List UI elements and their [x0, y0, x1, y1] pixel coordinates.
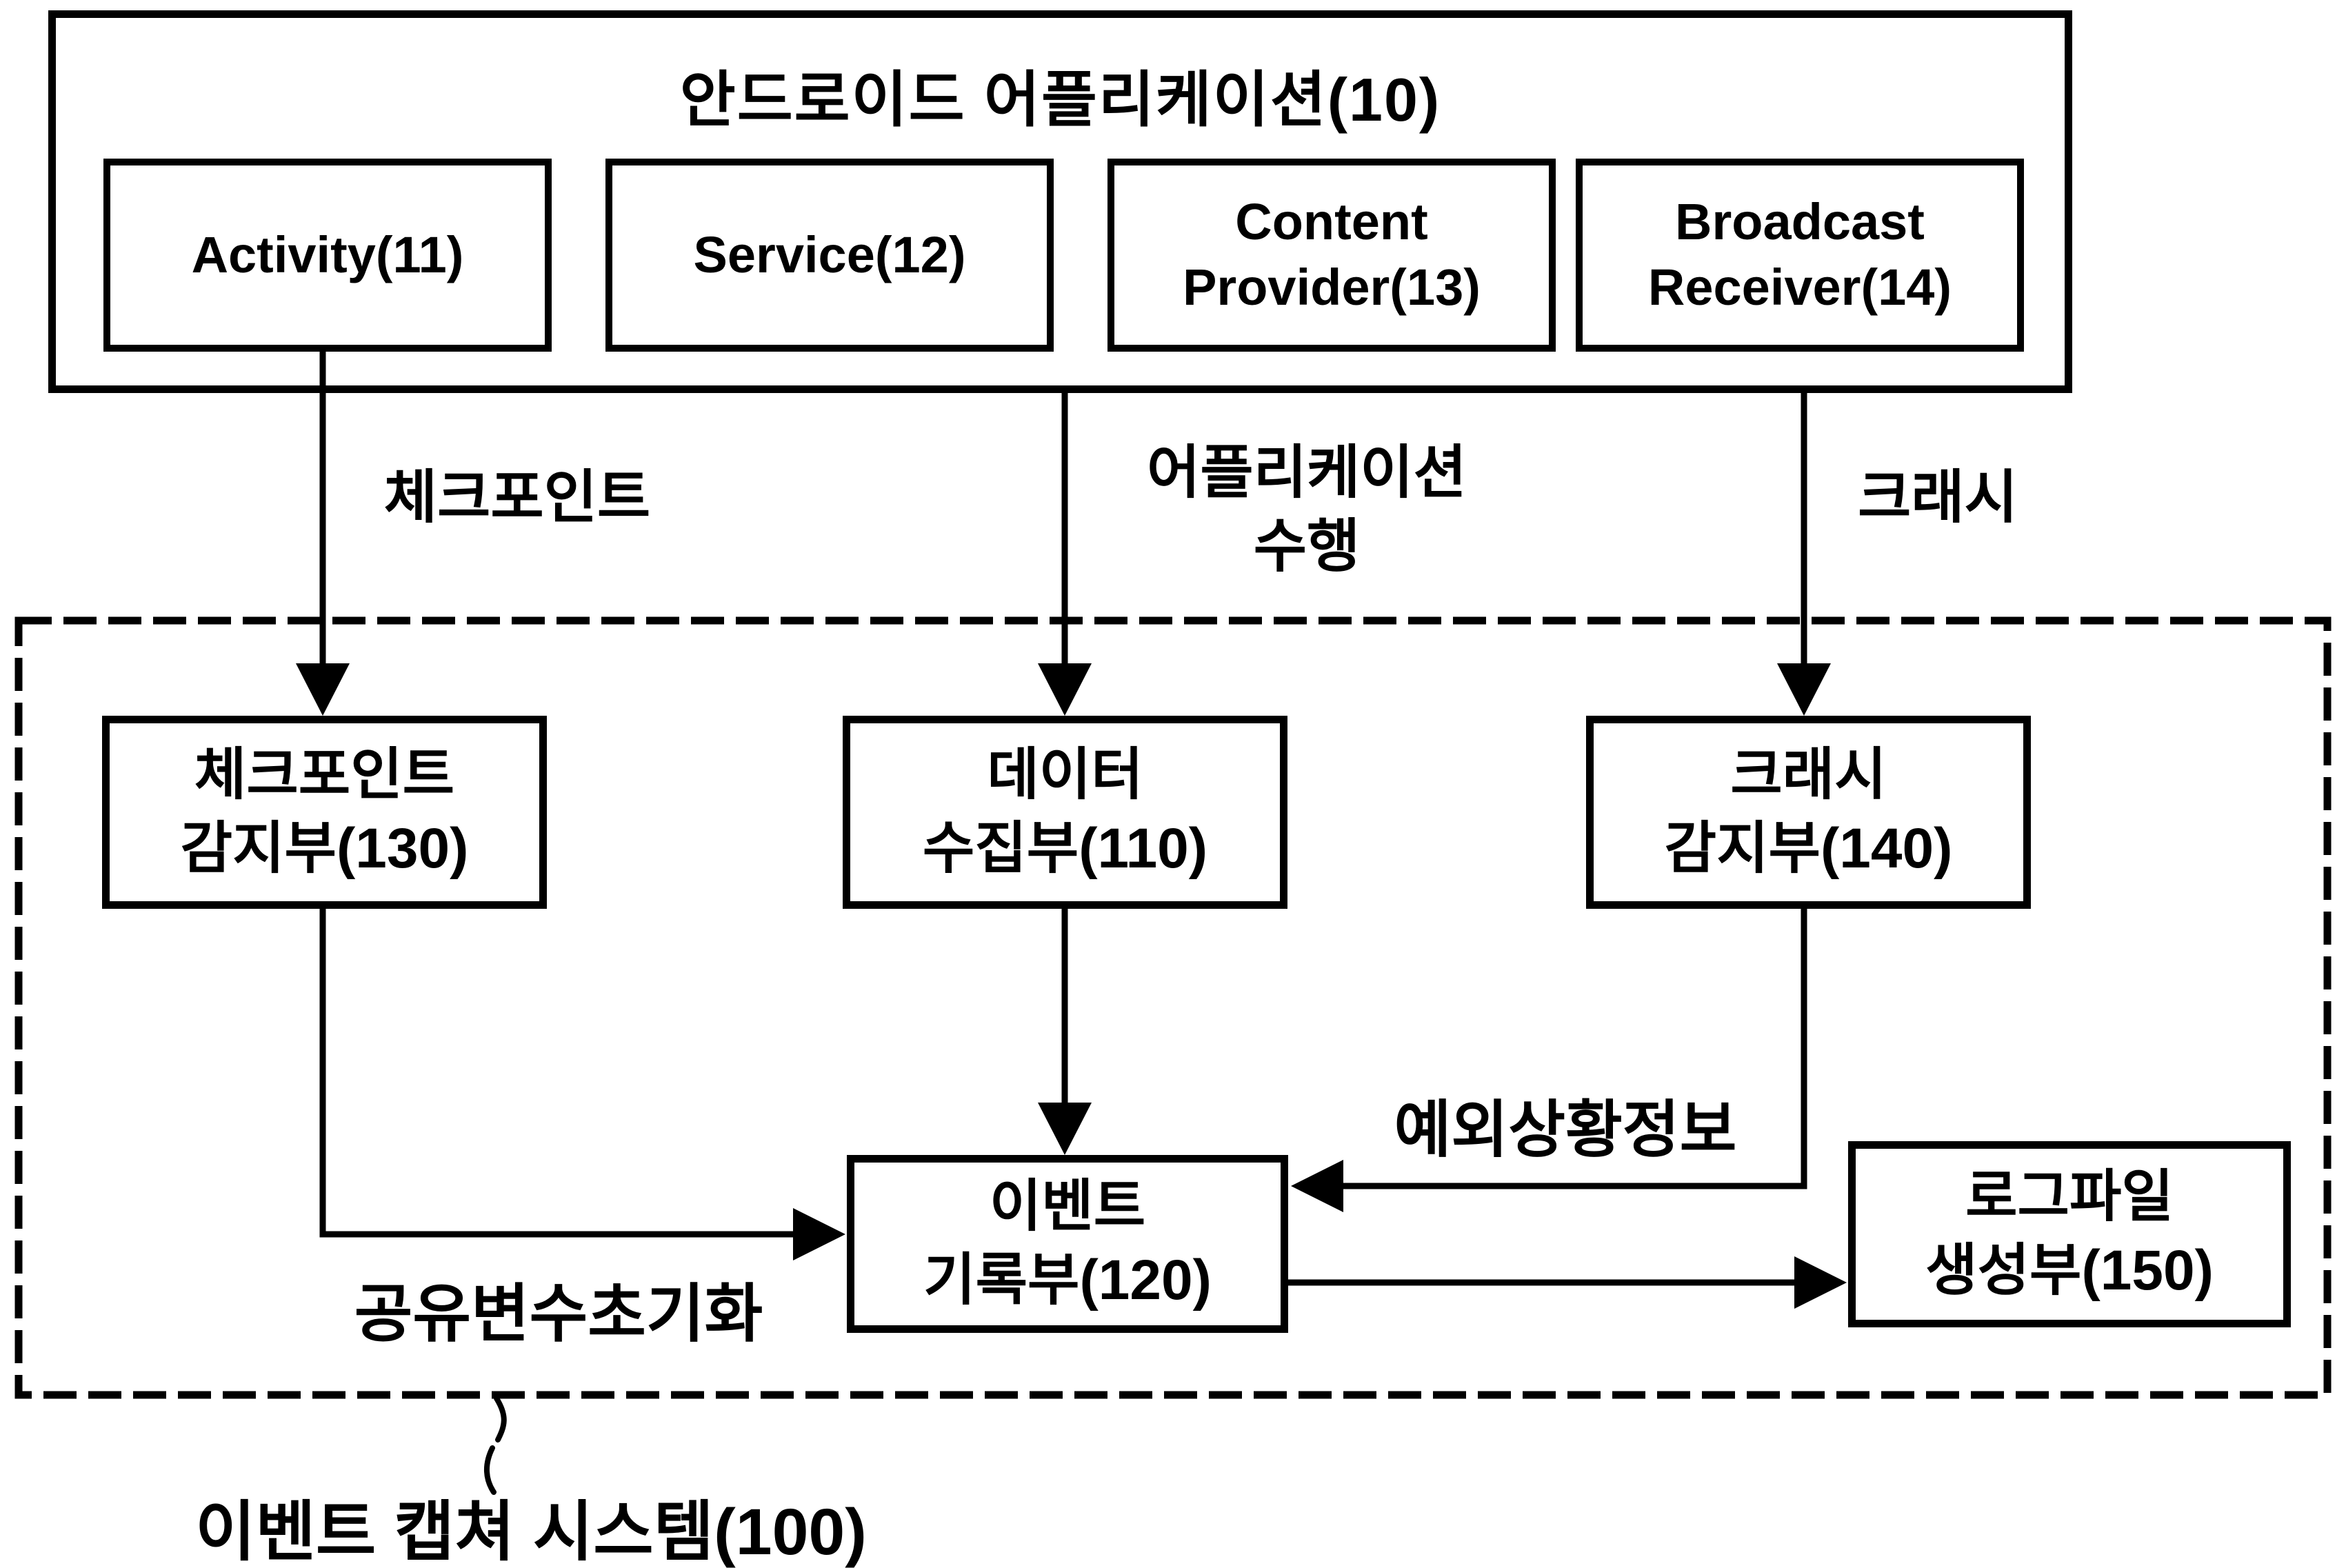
- arrow-crash-to-event-line: [1343, 907, 1807, 1189]
- module-label-line2: 생성부(150): [1925, 1239, 2214, 1302]
- module-label-line1: 데이터: [987, 743, 1143, 807]
- component-label-line1: Content: [1235, 193, 1428, 251]
- arrow-event-to-log-head: [1794, 1256, 1847, 1309]
- arrow-label-crash: 크래시: [1858, 465, 2018, 530]
- module-label-line2: 감지부(130): [180, 817, 469, 880]
- module-label-line1: 이벤트: [989, 1175, 1146, 1238]
- component-box-content-provider: Content Provider(13): [1107, 159, 1556, 352]
- arrow-crash-to-event-head: [1291, 1160, 1343, 1212]
- module-box-checkpoint-detector: 체크포인트 감지부(130): [102, 716, 547, 909]
- event-capture-system-label: 이벤트 캡쳐 시스템(100): [195, 1496, 867, 1568]
- module-label-line1: 크래시: [1730, 743, 1887, 807]
- module-box-log-generator: 로그파일 생성부(150): [1848, 1141, 2291, 1327]
- module-label-line1: 로그파일: [1965, 1165, 2174, 1229]
- module-label-line1: 체크포인트: [194, 743, 455, 807]
- arrow-broadcast-to-crash-head: [1777, 663, 1831, 716]
- module-label-line2: 기록부(120): [923, 1249, 1212, 1311]
- component-label-line2: Receiver(14): [1647, 259, 1952, 316]
- module-label-line2: 감지부(140): [1664, 817, 1953, 880]
- arrow-label-application-execution-line2: 수행: [1253, 513, 1361, 579]
- arrow-activity-to-checkpoint-head: [296, 663, 350, 716]
- android-application-title: 안드로이드 어플리케이션(10): [679, 66, 1441, 134]
- arrow-label-checkpoint: 체크포인트: [383, 465, 651, 530]
- event-system-dashed-border: [14, 616, 2332, 1399]
- module-box-crash-detector: 크래시 감지부(140): [1586, 716, 2031, 909]
- module-label-line2: 수집부(110): [922, 817, 1208, 880]
- arrow-data-to-event-head: [1038, 1103, 1092, 1155]
- arrow-label-application-execution: 어플리케이션 수행: [1090, 436, 1524, 583]
- module-box-event-recorder: 이벤트 기록부(120): [847, 1155, 1288, 1333]
- component-label-line1: Broadcast: [1675, 193, 1925, 251]
- component-box-activity: Activity(11): [103, 159, 552, 352]
- arrow-app-to-data-head: [1038, 663, 1092, 716]
- module-box-data-collector: 데이터 수집부(110): [843, 716, 1287, 909]
- arrow-label-shared-variable-init: 공유변수초기화: [354, 1279, 763, 1349]
- component-box-service: Service(12): [605, 159, 1054, 352]
- system-label-leader-squiggle: [483, 1396, 507, 1495]
- component-box-broadcast-receiver: Broadcast Receiver(14): [1576, 159, 2024, 352]
- component-label: Activity(11): [191, 225, 464, 283]
- arrow-label-exception-info: 예외상황정보: [1394, 1096, 1737, 1165]
- component-label: Service(12): [693, 225, 966, 283]
- component-label-line2: Provider(13): [1183, 259, 1481, 316]
- arrow-checkpoint-to-event-head: [793, 1208, 845, 1260]
- arrow-checkpoint-to-event-line: [319, 907, 794, 1238]
- arrow-label-application-execution-line1: 어플리케이션: [1147, 440, 1467, 505]
